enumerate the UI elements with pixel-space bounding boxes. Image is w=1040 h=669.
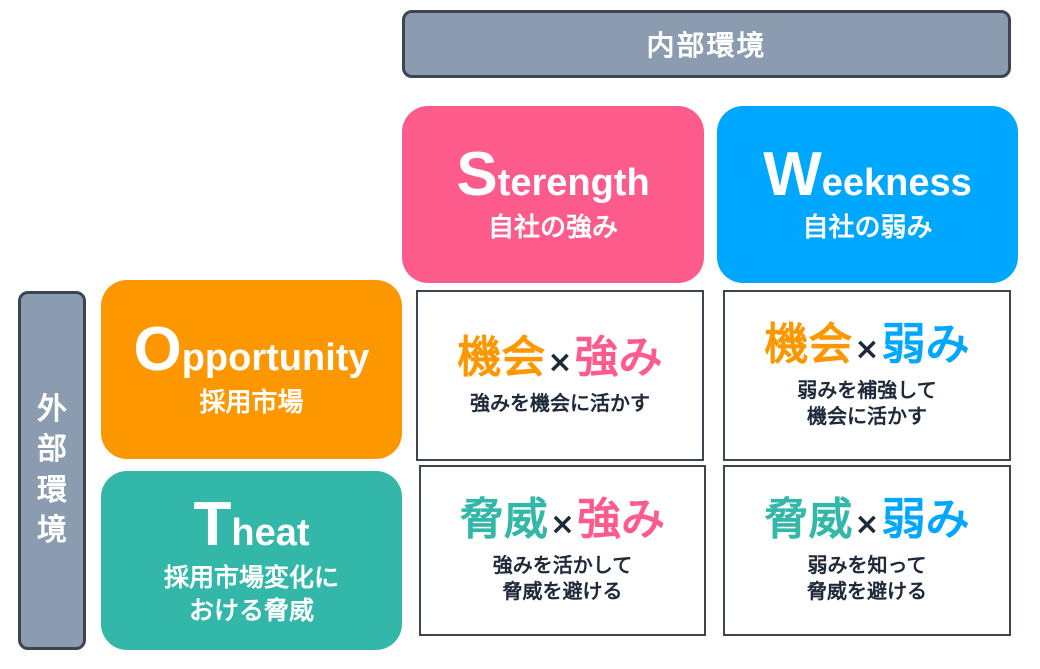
- opportunity-subtitle: 採用市場: [199, 387, 304, 418]
- weakness-subtitle: 自社の弱み: [802, 212, 933, 243]
- cell-wt-right: 弱み: [881, 494, 970, 546]
- weakness-initial: W: [763, 139, 822, 209]
- weakness-rest: eekness: [821, 161, 972, 204]
- cell-so-desc-line1: 強みを機会に活かす: [470, 390, 650, 415]
- opportunity-title: Opportunity: [133, 318, 370, 381]
- cell-st-right: 強み: [577, 494, 666, 546]
- cross-icon: ×: [549, 507, 576, 543]
- strength-subtitle: 自社の強み: [487, 212, 618, 243]
- cell-opportunity-weakness: 機会×弱み 弱みを補強して 機会に活かす: [723, 290, 1011, 461]
- cell-wo-left: 機会: [764, 319, 853, 371]
- cell-so-heading: 機会×強み: [457, 335, 662, 381]
- threat-card: Theat 採用市場変化に おける脅威: [101, 471, 402, 650]
- cell-wt-description: 弱みを知って 脅威を避ける: [807, 552, 927, 604]
- cell-so-description: 強みを機会に活かす: [470, 390, 650, 416]
- external-char: 外: [37, 391, 67, 427]
- weakness-card: Weekness 自社の弱み: [717, 106, 1018, 283]
- threat-subtitle: 採用市場変化に おける脅威: [164, 562, 339, 627]
- cell-threat-strength: 脅威×強み 強みを活かして 脅威を避ける: [419, 465, 706, 636]
- cross-icon: ×: [547, 345, 573, 381]
- opportunity-rest: pportunity: [181, 336, 370, 379]
- external-environment-label: 外 部 環 境: [18, 291, 86, 650]
- cell-threat-weakness: 脅威×弱み 弱みを知って 脅威を避ける: [723, 465, 1011, 636]
- cell-wo-description: 弱みを補強して 機会に活かす: [797, 377, 936, 429]
- threat-title: Theat: [193, 494, 309, 556]
- strength-title: Sterength: [456, 143, 650, 206]
- threat-subtitle-line2: おける脅威: [188, 595, 314, 625]
- internal-environment-text: 内部環境: [646, 29, 767, 62]
- cross-icon: ×: [854, 507, 880, 543]
- cell-st-desc-line2: 脅威を避ける: [502, 578, 623, 603]
- cell-so-right: 強み: [574, 332, 663, 384]
- cell-so-left: 機会: [457, 332, 546, 384]
- threat-rest: heat: [231, 512, 310, 554]
- threat-subtitle-line1: 採用市場変化に: [163, 563, 339, 592]
- cell-wt-desc-line1: 弱みを知って: [807, 552, 927, 577]
- opportunity-card: Opportunity 採用市場: [101, 280, 402, 459]
- cell-st-left: 脅威: [459, 494, 548, 546]
- cell-wo-desc-line1: 弱みを補強して: [797, 377, 937, 402]
- cell-st-heading: 脅威×強み: [460, 497, 665, 543]
- cell-wt-left: 脅威: [764, 494, 853, 546]
- cell-st-description: 強みを活かして 脅威を避ける: [493, 552, 632, 604]
- weakness-title: Weekness: [763, 143, 972, 206]
- cell-st-desc-line1: 強みを活かして: [492, 552, 633, 577]
- internal-environment-label: 内部環境: [402, 10, 1011, 78]
- cell-opportunity-strength: 機会×強み 強みを機会に活かす: [416, 290, 704, 461]
- cell-wt-heading: 脅威×弱み: [764, 497, 969, 543]
- strength-initial: S: [456, 139, 498, 209]
- external-char: 環: [37, 472, 67, 508]
- strength-rest: terength: [497, 161, 650, 204]
- cross-icon: ×: [854, 332, 880, 368]
- cell-wt-desc-line2: 脅威を避ける: [807, 578, 927, 603]
- cell-wo-desc-line2: 機会に活かす: [807, 403, 927, 428]
- threat-initial: T: [193, 490, 232, 559]
- cell-wo-right: 弱み: [881, 319, 970, 371]
- opportunity-initial: O: [133, 314, 182, 384]
- external-char: 境: [37, 513, 67, 548]
- cell-wo-heading: 機会×弱み: [764, 322, 969, 368]
- strength-card: Sterength 自社の強み: [402, 106, 704, 283]
- external-char: 部: [37, 432, 67, 467]
